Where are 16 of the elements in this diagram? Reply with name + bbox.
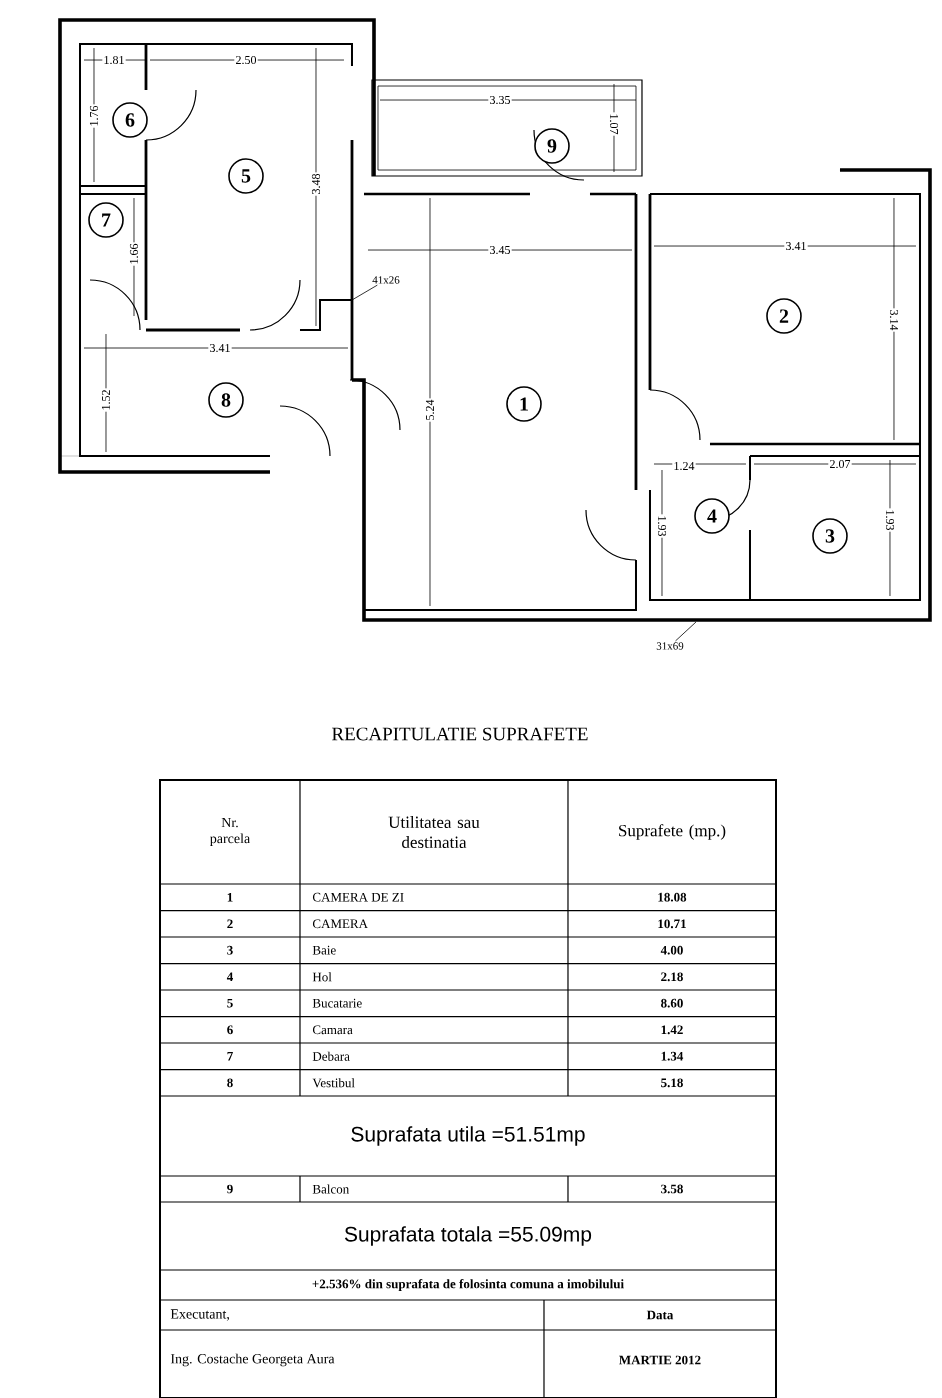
- room-number: 4: [694, 498, 730, 534]
- room-number: 2: [766, 298, 802, 334]
- room-number: 6: [112, 102, 148, 138]
- column-header: Utilitatea sau destinatia: [388, 816, 480, 848]
- room-number: 9: [534, 128, 570, 164]
- leader-line: [675, 621, 697, 642]
- room-number: 7: [88, 202, 124, 238]
- room-number: 8: [208, 382, 244, 418]
- table-title: RECAPITULATIE SUPRAFETE: [332, 727, 588, 741]
- leader-line: [351, 284, 378, 301]
- room-number: 5: [228, 158, 264, 194]
- room-number: 3: [812, 518, 848, 554]
- area-total: Suprafata totala =55.09mp: [344, 1226, 592, 1246]
- column-header: Suprafete (mp.): [619, 824, 726, 840]
- room-number: 1: [506, 386, 542, 422]
- area-total: Suprafata utila =51.51mp: [351, 1126, 585, 1146]
